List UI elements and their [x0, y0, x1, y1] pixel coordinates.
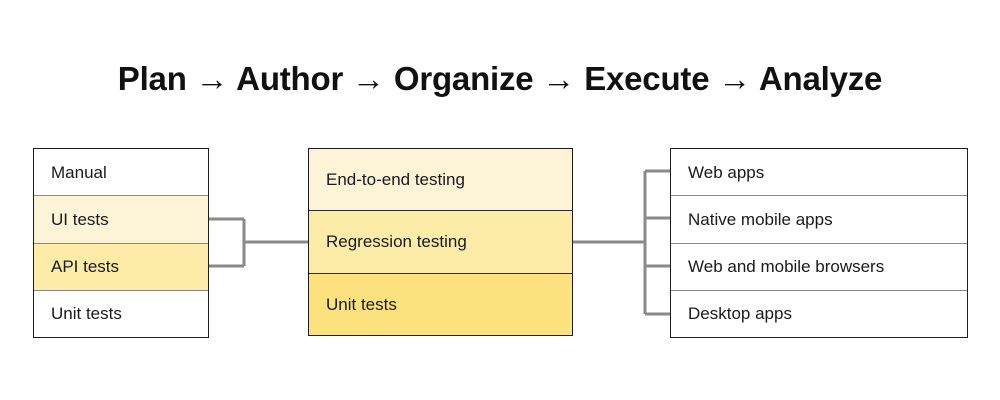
list-item[interactable]: Desktop apps: [671, 290, 967, 337]
list-item[interactable]: Native mobile apps: [671, 196, 967, 244]
row-label: Unit tests: [51, 304, 122, 324]
list-item[interactable]: Unit tests: [309, 273, 572, 335]
target-platforms-box: Web apps Native mobile apps Web and mobi…: [670, 148, 968, 338]
row-label: End-to-end testing: [326, 170, 465, 190]
row-label: Web apps: [688, 162, 765, 182]
row-label: Manual: [51, 162, 107, 182]
list-item[interactable]: Web and mobile browsers: [671, 243, 967, 291]
page-title: Plan → Author → Organize → Execute → Ana…: [117, 60, 883, 97]
row-label: UI tests: [51, 209, 109, 229]
list-item[interactable]: API tests: [34, 243, 208, 291]
row-label: Unit tests: [326, 294, 397, 314]
list-item[interactable]: Regression testing: [309, 211, 572, 274]
test-levels-box: End-to-end testing Regression testing Un…: [308, 148, 573, 336]
list-item[interactable]: End-to-end testing: [309, 149, 572, 212]
left-bracket: [209, 217, 308, 268]
row-label: API tests: [51, 257, 120, 277]
list-item[interactable]: UI tests: [34, 196, 208, 244]
list-item[interactable]: Manual: [34, 149, 208, 197]
right-bracket: [573, 169, 670, 316]
row-label: Native mobile apps: [688, 209, 833, 229]
row-label: Desktop apps: [688, 304, 792, 324]
test-types-box: Manual UI tests API tests Unit tests: [33, 148, 209, 338]
list-item[interactable]: Web apps: [671, 149, 967, 197]
row-label: Web and mobile browsers: [688, 257, 885, 277]
list-item[interactable]: Unit tests: [34, 290, 208, 337]
row-label: Regression testing: [326, 232, 467, 252]
